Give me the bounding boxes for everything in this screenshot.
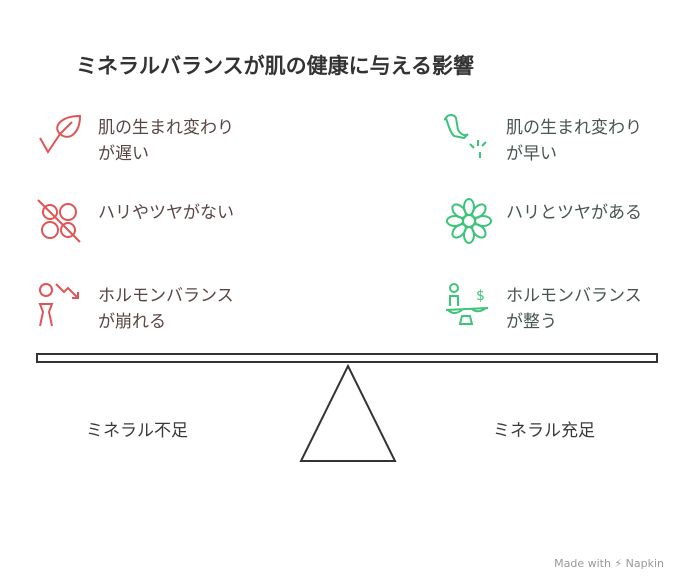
left-item-1: 肌の生まれ変わりが遅い: [98, 118, 234, 164]
seesaw-fulcrum: [299, 364, 397, 462]
right-item-2: ハリとツヤがある: [506, 203, 642, 223]
bird-icon: [444, 114, 487, 158]
seesaw-beam: [36, 353, 658, 363]
left-item-3: ホルモンバランスが崩れる: [98, 286, 234, 332]
footer-credit[interactable]: Made with ⚡ Napkin: [554, 557, 664, 570]
right-item-1: 肌の生まれ変わりが早い: [506, 118, 642, 164]
leaf-icon: [39, 114, 82, 154]
no-flower-icon: [37, 199, 81, 243]
page-title: ミネラルバランスが肌の健康に与える影響: [76, 54, 474, 78]
flower-icon: [446, 198, 492, 244]
right-item-3: ホルモンバランスが整う: [506, 286, 642, 332]
person-down-trend-icon: [38, 283, 79, 327]
svg-text:$: $: [476, 288, 485, 304]
left-item-2: ハリやツヤがない: [98, 203, 234, 223]
left-label: ミネラル不足: [86, 421, 188, 441]
balance-person-dollar-icon: $: [445, 283, 489, 325]
right-label: ミネラル充足: [493, 421, 595, 441]
